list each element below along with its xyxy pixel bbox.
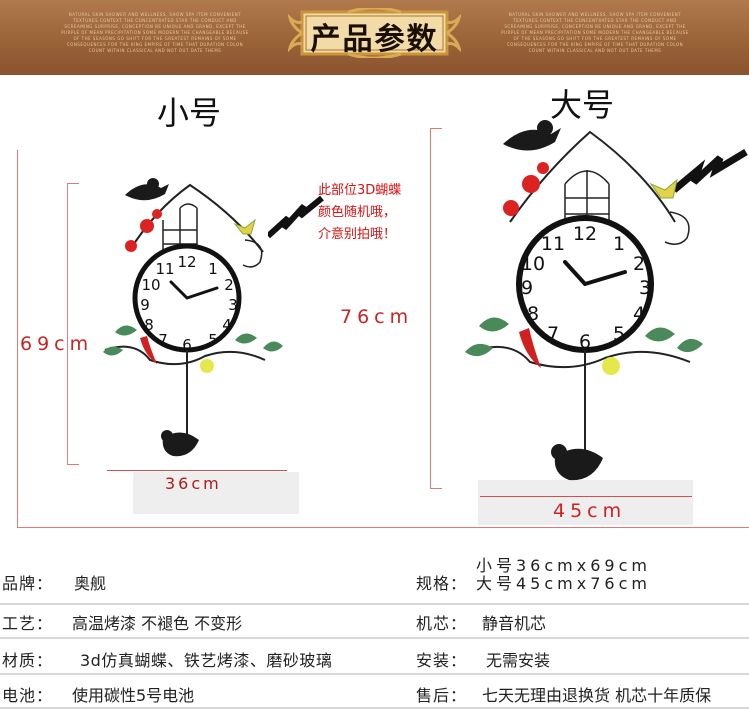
small-height-cap-bottom — [67, 464, 79, 465]
clock-numeral: 7 — [158, 331, 168, 349]
aftersale-label: 售后： — [416, 686, 468, 705]
small-size-label: 小号 — [157, 94, 222, 132]
brand-value: 奥舰 — [74, 574, 107, 593]
outer-frame-line — [17, 150, 18, 528]
clock-numeral: 3 — [639, 277, 651, 299]
clock-numeral: 2 — [224, 276, 234, 294]
header-banner: NATURAL SKIN SHOWER AND WELLNESS, SHOW S… — [0, 0, 749, 75]
banner-fine-print-right: NATURAL SKIN SHOWER AND WELLNESS, SHOW S… — [501, 12, 689, 53]
battery-value: 使用碳性5号电池 — [72, 686, 195, 705]
size-small-value: 小号36cmx69cm — [476, 556, 651, 575]
small-width-tab — [133, 472, 299, 514]
clock-numeral: 12 — [573, 223, 597, 245]
row-divider — [0, 637, 749, 639]
movement-value: 静音机芯 — [482, 614, 547, 633]
small-clock-illustration: 12 1 2 3 4 5 6 7 8 9 10 11 — [103, 178, 283, 457]
large-size-label: 大号 — [550, 86, 615, 124]
clock-numeral: 6 — [579, 331, 591, 353]
large-height-cap-top — [430, 128, 442, 129]
brand-label: 品牌： — [2, 574, 54, 593]
install-value: 无需安装 — [486, 651, 551, 670]
small-width-value: 36cm — [165, 474, 222, 493]
clock-numeral: 11 — [155, 260, 174, 278]
clock-numeral: 9 — [521, 277, 533, 299]
banner-fine-print-left: NATURAL SKIN SHOWER AND WELLNESS, SHOW S… — [61, 12, 249, 53]
clock-numeral: 12 — [177, 253, 196, 271]
large-width-line — [480, 496, 692, 497]
clock-numeral: 5 — [613, 323, 625, 345]
row-divider — [0, 707, 749, 709]
banner-title: 产品参数 — [310, 22, 439, 57]
clock-numeral: 4 — [633, 303, 645, 325]
small-width-line — [107, 470, 287, 471]
small-height-value: 69cm — [20, 333, 94, 355]
movement-label: 机芯： — [416, 614, 468, 633]
aftersale-value: 七天无理由退换货 机芯十年质保 — [482, 686, 712, 705]
clock-numeral: 4 — [222, 316, 232, 334]
clock-numeral: 7 — [547, 323, 559, 345]
small-height-cap-top — [67, 183, 79, 184]
large-height-cap-bottom — [430, 488, 442, 489]
craft-label: 工艺： — [2, 614, 54, 633]
clock-numeral: 11 — [541, 233, 565, 255]
install-label: 安装： — [416, 651, 468, 670]
spec-row-craft: 工艺： 高温烤漆 不褪色 不变形 机芯： 静音机芯 — [0, 605, 749, 639]
spec-row-battery: 电池： 使用碳性5号电池 售后： 七天无理由退换货 机芯十年质保 — [0, 675, 749, 709]
large-height-line — [430, 128, 431, 488]
clock-numeral: 1 — [613, 233, 625, 255]
large-clock-illustration: 12 1 2 3 4 5 6 7 8 9 10 11 — [465, 120, 703, 481]
clock-numeral: 2 — [633, 253, 645, 275]
large-width-tab — [478, 480, 693, 525]
clock-numeral: 5 — [208, 331, 218, 349]
clock-numeral: 8 — [527, 303, 539, 325]
clock-numeral: 6 — [182, 336, 192, 354]
large-height-value: 76cm — [340, 306, 414, 328]
note-line-3: 介意别拍哦！ — [318, 227, 397, 242]
row-divider — [0, 673, 749, 675]
spec-row-material: 材质： 3d仿真蝴蝶、铁艺烤漆、磨砂玻璃 安装： 无需安装 — [0, 639, 749, 675]
craft-value: 高温烤漆 不褪色 不变形 — [72, 614, 243, 633]
clock-numeral: 3 — [228, 296, 238, 314]
spec-row-brand: 品牌： 奥舰 规格： 小号36cmx69cm 大号45cmx76cm — [0, 553, 749, 605]
clock-numeral: 9 — [140, 296, 150, 314]
size-large-value: 大号45cmx76cm — [476, 574, 651, 593]
note-line-2: 颜色随机哦， — [318, 205, 397, 220]
outer-frame-bottom — [17, 527, 749, 528]
size-label: 规格： — [416, 574, 468, 593]
clock-numeral: 10 — [141, 276, 160, 294]
clock-numeral: 8 — [144, 316, 154, 334]
battery-label: 电池： — [2, 686, 54, 705]
butterfly-note: 此部位3D蝴蝶 颜色随机哦， 介意别拍哦！ — [318, 180, 438, 246]
large-width-value: 45cm — [553, 500, 627, 522]
lightning-arrow-icon — [672, 148, 748, 193]
small-height-line — [67, 183, 68, 464]
note-line-1: 此部位3D蝴蝶 — [318, 183, 402, 198]
clock-numeral: 1 — [208, 260, 218, 278]
material-value: 3d仿真蝴蝶、铁艺烤漆、磨砂玻璃 — [80, 651, 333, 670]
row-divider — [0, 603, 749, 605]
material-label: 材质： — [2, 651, 54, 670]
clock-numeral: 10 — [521, 253, 545, 275]
ornament-frame-icon — [288, 8, 461, 58]
lightning-arrow-icon — [268, 196, 324, 239]
